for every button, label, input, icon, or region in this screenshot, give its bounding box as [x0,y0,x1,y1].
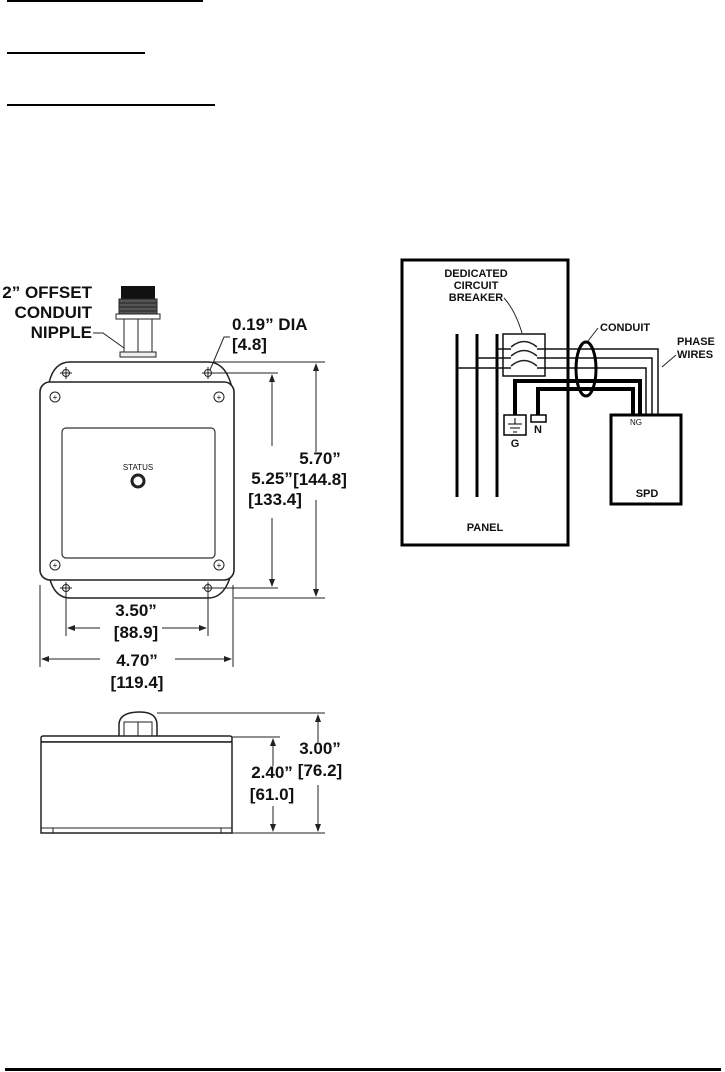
status-label: STATUS [123,463,153,472]
svg-text:+: + [53,561,58,570]
flange-bottom [47,569,233,599]
status-led-icon [130,473,146,489]
overall-height-metric: [144.8] [293,470,347,489]
breaker-label-1: DEDICATED [444,268,507,280]
conduit-label-1: 2” OFFSET [2,283,92,302]
flange-top [47,361,233,389]
spd-label: SPD [636,488,659,500]
hole-leader [209,336,230,371]
conduit-nipple-icon [115,286,161,358]
hole-dia-label: 0.19” DIA [232,315,308,334]
neutral-label: N [534,424,542,436]
ground-symbol-icon [503,414,527,436]
neutral-terminal-icon [530,414,547,423]
phase-label-2: WIRES [677,349,713,361]
conduit-leader [93,332,125,349]
mount-height-label: 5.25” [251,469,293,488]
footer-rule [5,1068,721,1071]
phase-wire-1 [537,348,659,415]
mount-height-metric: [133.4] [248,490,302,509]
overall-width-label: 4.70” [116,651,158,670]
breaker-box [502,333,546,377]
header-rule-2 [7,52,145,54]
overall-width-metric: [119.4] [111,673,164,692]
side-view: 2.40” [61.0] 3.00” [76.2] [40,711,342,834]
svg-text:+: + [217,393,222,402]
phase-leader [661,354,677,368]
conduit-label: CONDUIT [600,322,650,334]
wiring-diagram: PANEL DEDICATED CIRCUIT BREAKER [400,258,715,547]
overall-depth-metric: [76.2] [298,761,342,780]
phase-label-1: PHASE [677,336,715,348]
mount-width-label: 3.50” [115,601,157,620]
body-depth-metric: [61.0] [250,785,294,804]
panel-label: PANEL [467,522,504,534]
breaker-leader [503,297,523,334]
spd-terminal-label: NG [630,418,642,427]
conduit-label-2: CONDUIT [15,303,93,322]
breaker-label-3: BREAKER [449,292,503,304]
conduit-label-3: NIPPLE [31,323,92,342]
mount-width-metric: [88.9] [114,623,158,642]
spd-box [609,413,683,506]
side-lid [40,735,233,743]
front-view: + + + + STATUS 2” OFFSET CONDUIT NIPPLE … [2,283,347,692]
phase-wire-3 [537,367,647,415]
side-body [40,741,233,834]
svg-text:+: + [53,393,58,402]
panel-box [400,258,570,547]
neutral-wire [536,387,635,418]
cover-screw-icons: + + + + [49,391,225,571]
overall-depth-label: 3.00” [299,739,341,758]
overall-height-label: 5.70” [299,449,341,468]
header-rule-1 [7,0,203,2]
hole-dia-metric: [4.8] [232,335,267,354]
label-panel [61,427,216,559]
header-rule-3 [7,104,215,106]
ground-label: G [511,438,520,450]
conduit-leader [587,327,599,342]
conduit-ellipse [574,340,598,398]
breaker-label-2: CIRCUIT [454,280,499,292]
svg-text:+: + [217,561,222,570]
side-conduit-hub [118,711,158,738]
mounting-hole-icons [60,367,214,594]
body-depth-label: 2.40” [251,763,293,782]
